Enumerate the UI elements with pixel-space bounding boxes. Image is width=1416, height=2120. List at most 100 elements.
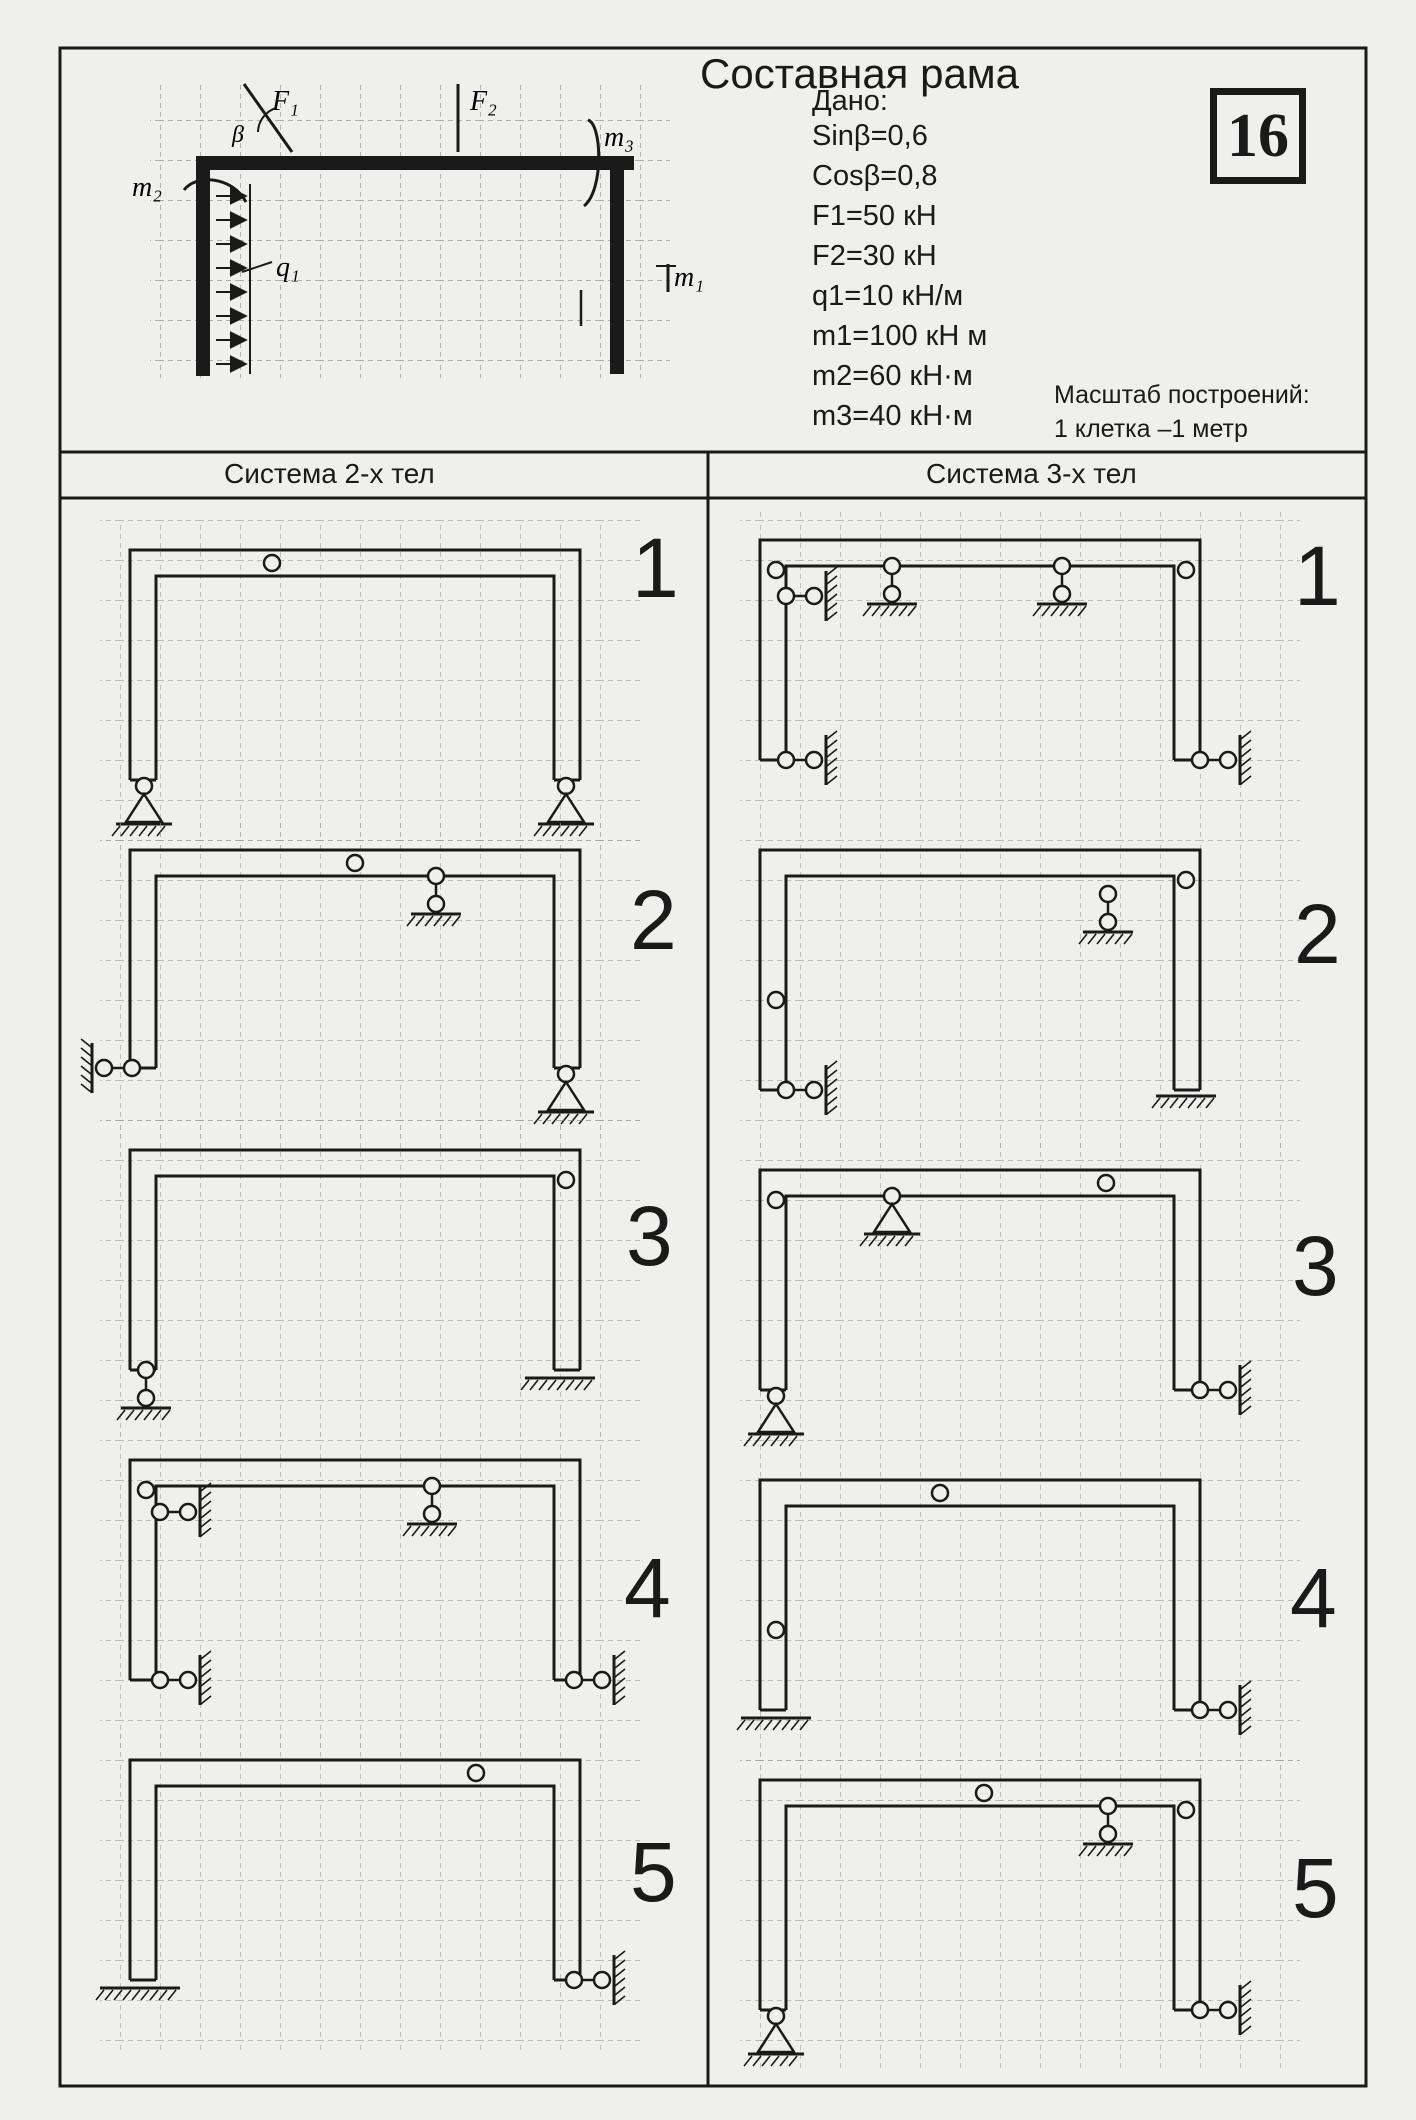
ground-hatch	[520, 1379, 530, 1391]
given-title: Дано:	[812, 85, 888, 117]
wall-hatch	[826, 775, 838, 785]
ground-hatch	[447, 1525, 457, 1537]
two-body-variant-4	[100, 1430, 640, 1750]
wall-hatch	[80, 1065, 92, 1075]
hinge	[1176, 870, 1196, 890]
hinge	[136, 1388, 156, 1408]
hinge	[766, 990, 786, 1010]
wall-hatch	[1240, 1360, 1252, 1370]
hinge	[776, 750, 796, 770]
hinge	[1176, 1800, 1196, 1820]
hinge	[564, 1670, 584, 1690]
variant-grid	[100, 820, 640, 1138]
hinge	[1176, 560, 1196, 580]
wall-hatch	[200, 1695, 212, 1705]
ground-hatch	[1169, 1097, 1179, 1109]
given-m3: m3=40 кН·м	[812, 400, 973, 432]
wall-hatch	[200, 1518, 212, 1528]
two-body-variant-2	[80, 820, 640, 1138]
given-f2: F2=30 кН	[812, 240, 937, 272]
frame-inner-edge	[784, 1194, 1176, 1390]
ground-hatch	[429, 1525, 439, 1537]
ground-hatch	[871, 605, 881, 617]
hinge	[1190, 2000, 1210, 2020]
wall-hatch	[1240, 2025, 1252, 2035]
hinge	[1218, 750, 1238, 770]
wall-hatch	[826, 730, 838, 740]
left-column-title: Система 2-х тел	[224, 458, 435, 489]
three-body-variant-4-number: 4	[1290, 1551, 1337, 1645]
hinge	[94, 1058, 114, 1078]
hinge	[1052, 556, 1072, 576]
frame-outer-edge	[128, 548, 582, 780]
ground-hatch	[113, 1989, 123, 2001]
q1-label: q₁	[276, 252, 300, 283]
pin-support	[871, 1201, 913, 1234]
m3-label: m₃	[604, 122, 634, 153]
loading-grid	[150, 82, 670, 378]
m1-label: m₁	[674, 262, 704, 293]
ground-hatch	[745, 1719, 755, 1731]
hinge	[564, 1970, 584, 1990]
ground-hatch	[538, 1379, 548, 1391]
frame-inner-edge	[154, 874, 556, 1068]
wall-hatch	[826, 1087, 838, 1097]
ground-hatch	[158, 1989, 168, 2001]
three-body-variant-1-number: 1	[1294, 529, 1341, 623]
given-m2: m2=60 кН·м	[812, 360, 973, 392]
ground-hatch	[1105, 933, 1115, 945]
frame-inner-edge	[784, 1504, 1176, 1710]
top-beam	[196, 156, 634, 170]
variant-grid	[100, 1430, 640, 1750]
two-body-variant-1	[100, 520, 640, 850]
ground-hatch	[868, 1235, 878, 1247]
hinge	[766, 1620, 786, 1640]
ground-hatch	[788, 2055, 798, 2067]
three-body-variants	[736, 510, 1300, 2070]
frame-outer-edge	[128, 1148, 582, 1370]
wall-hatch	[826, 566, 838, 576]
ground-hatch	[143, 1409, 153, 1421]
ground-hatch	[763, 1719, 773, 1731]
hinge	[178, 1502, 198, 1522]
wall-hatch	[826, 766, 838, 776]
ground-hatch	[1041, 605, 1051, 617]
three-body-variant-3-number: 3	[1292, 1219, 1339, 1313]
given-f1: F1=50 кН	[812, 200, 937, 232]
ground-hatch	[1032, 605, 1042, 617]
wall-hatch	[614, 1959, 626, 1969]
three-body-variant-5-number: 5	[1292, 1841, 1339, 1935]
wall-hatch	[826, 757, 838, 767]
hinge	[1098, 1796, 1118, 1816]
ground-hatch	[904, 1235, 914, 1247]
wall-hatch	[1240, 766, 1252, 776]
ground-hatch	[424, 915, 434, 927]
hinge	[882, 584, 902, 604]
hinge	[1218, 1380, 1238, 1400]
wall-hatch	[614, 1968, 626, 1978]
hinge	[592, 1670, 612, 1690]
ground-hatch	[743, 1435, 753, 1447]
hinge	[422, 1476, 442, 1496]
variant-grid	[100, 1120, 640, 1440]
hinge	[556, 776, 576, 796]
wall-hatch	[80, 1074, 92, 1084]
frame-outer-edge	[758, 1778, 1202, 2010]
wall-hatch	[1240, 1716, 1252, 1726]
ground-hatch	[1050, 605, 1060, 617]
ground-hatch	[736, 1719, 746, 1731]
hinge	[422, 1504, 442, 1524]
wall-hatch	[614, 1686, 626, 1696]
ground-hatch	[1114, 933, 1124, 945]
frame-outer-edge	[128, 1758, 582, 1980]
variant-grid	[100, 1730, 640, 2050]
ground-hatch	[907, 605, 917, 617]
hinge	[426, 894, 446, 914]
hinge	[1190, 1380, 1210, 1400]
wall-hatch	[1240, 1989, 1252, 1999]
ground-hatch	[1078, 933, 1088, 945]
wall-hatch	[80, 1047, 92, 1057]
ground-hatch	[167, 1989, 177, 2001]
two-body-variant-5	[95, 1730, 640, 2050]
